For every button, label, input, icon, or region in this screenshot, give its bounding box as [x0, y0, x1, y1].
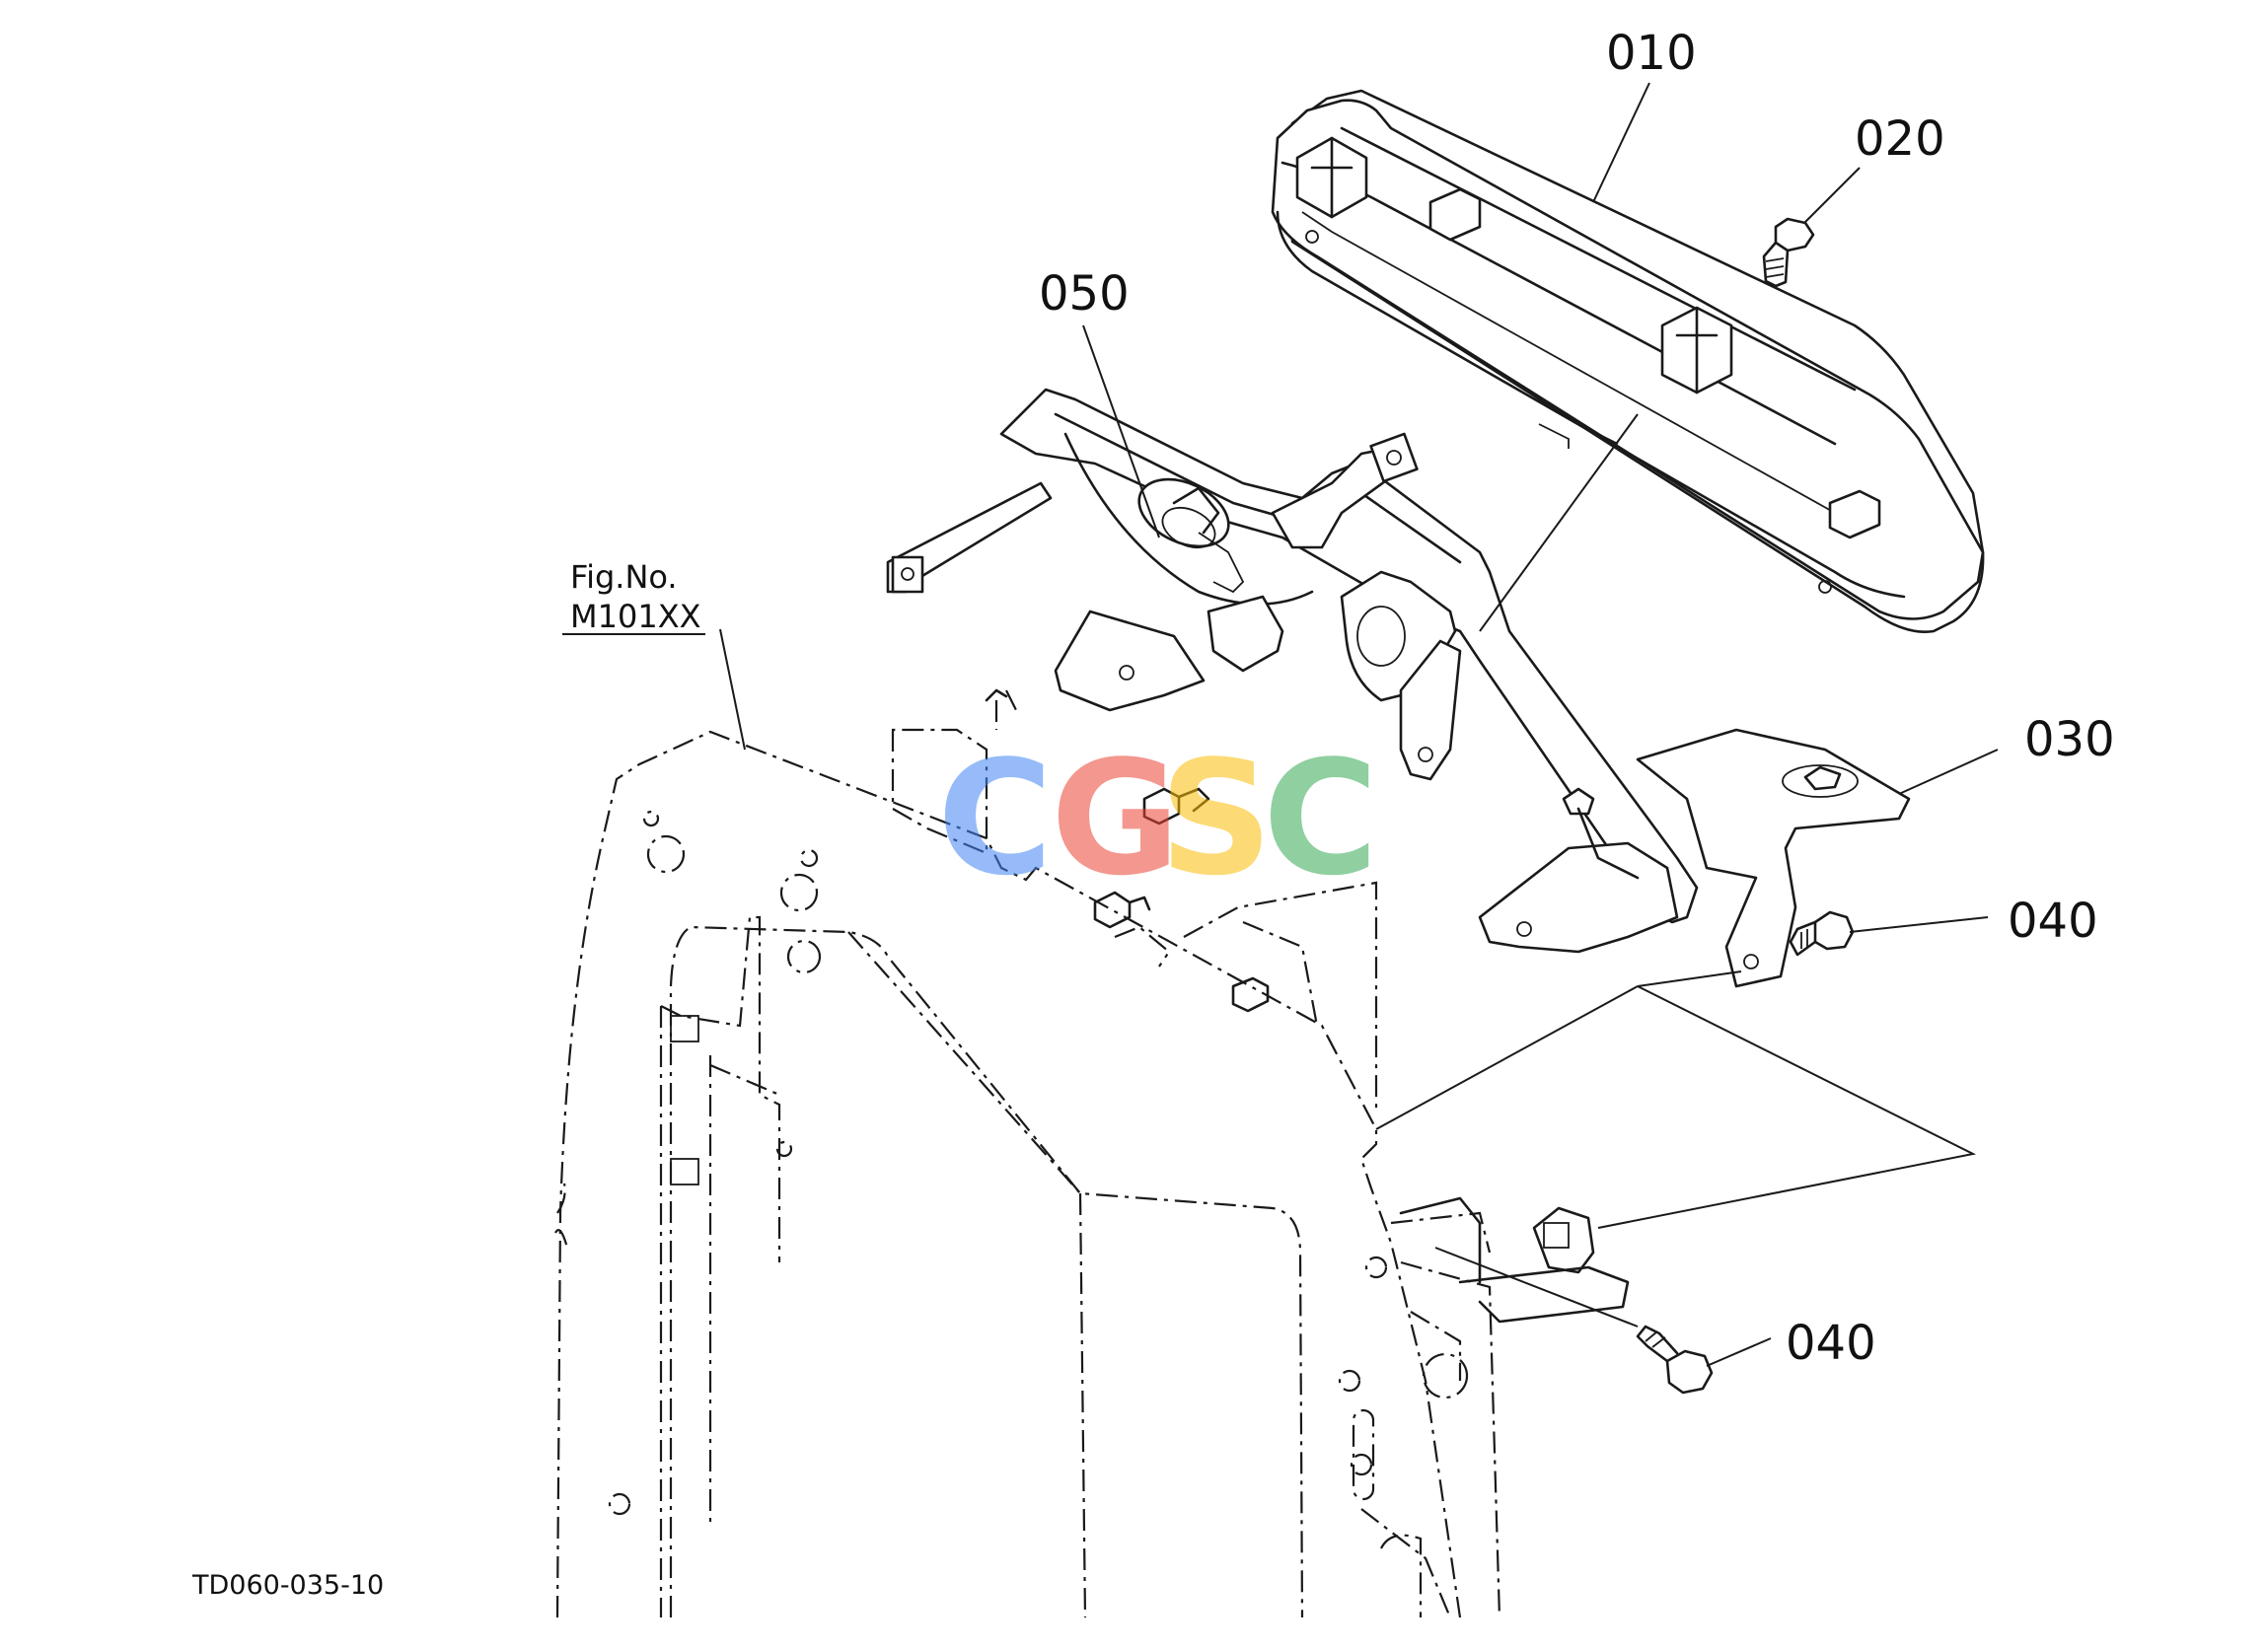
watermark-letter: G: [1051, 726, 1180, 910]
frame-lower-bracket: [1399, 1196, 1630, 1324]
watermark-letter: C: [1263, 726, 1378, 910]
watermark-letter: S: [1159, 726, 1273, 910]
label-part-050: 050: [1039, 266, 1130, 322]
figure-ref-line2: M101XX: [570, 598, 701, 635]
part-040-bolt-upper: [1789, 910, 1855, 957]
reference-lines: [1375, 413, 1977, 1328]
label-part-030: 030: [2024, 712, 2115, 767]
label-part-010: 010: [1606, 26, 1697, 81]
drawing-code: TD060-035-10: [191, 1570, 384, 1601]
label-part-020: 020: [1855, 111, 1945, 167]
label-part-040-lower: 040: [1786, 1316, 1876, 1371]
part-020-screw: [1762, 217, 1815, 288]
part-050-bracket-assembly: [886, 388, 1911, 988]
watermark-letter: C: [937, 726, 1053, 910]
part-040-bolt-lower: [1636, 1325, 1714, 1395]
frame-reference-outline: [554, 689, 1501, 1618]
frame-bolts: [985, 688, 1270, 1013]
part-010-meter-panel: [1271, 89, 1985, 633]
figure-ref-line1: Fig.No.: [570, 558, 678, 596]
label-part-040-upper: 040: [2008, 894, 2098, 949]
callout-leaders: [562, 82, 1999, 1367]
